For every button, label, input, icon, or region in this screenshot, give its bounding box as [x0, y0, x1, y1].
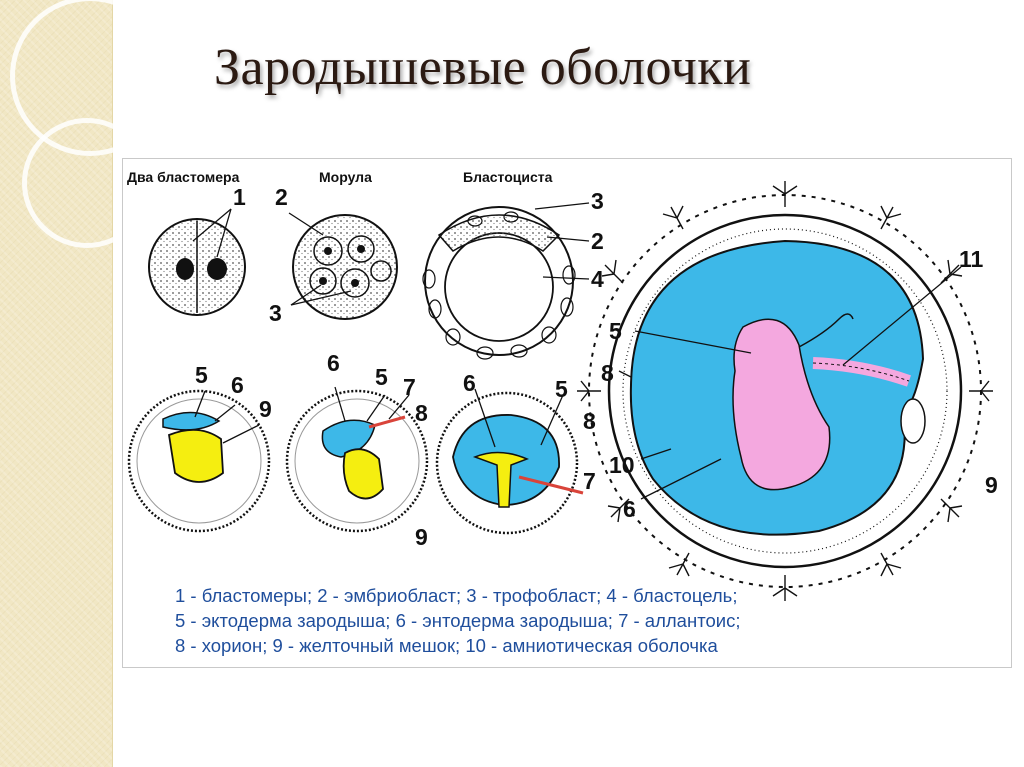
callout-9-stage-3: 9 — [415, 524, 428, 550]
legend-line-3: 8 - хорион; 9 - желточный мешок; 10 - ам… — [175, 635, 718, 656]
stage-label-morula: Морула — [319, 169, 372, 185]
legend-line-2: 5 - эктодерма зародыша; 6 - энтодерма за… — [175, 610, 741, 631]
early-embryo-stage-1 — [127, 389, 271, 533]
callout-3-morula: 3 — [269, 300, 282, 326]
callout-5-stage-2: 5 — [375, 364, 388, 390]
embryo-membranes-figure: Два бластомера Морула Бластоциста — [122, 158, 1012, 668]
figure-drawing: Два бластомера Морула Бластоциста — [127, 169, 998, 601]
callout-8-late: 8 — [601, 360, 614, 386]
callout-3-blastocyst: 3 — [591, 188, 604, 214]
callout-4: 4 — [591, 266, 604, 292]
callout-10-late: 10 — [609, 452, 635, 478]
callout-8-stage-2: 8 — [415, 400, 428, 426]
early-embryo-stage-3 — [435, 388, 584, 535]
callout-6-late: 6 — [623, 496, 636, 522]
callout-7-stage-3: 7 — [583, 468, 596, 494]
stage-label-two-blastomeres: Два бластомера — [127, 169, 240, 185]
callout-6-stage-1: 6 — [231, 372, 244, 398]
blastocyst-illustration — [422, 202, 590, 360]
decorative-left-strip — [0, 0, 170, 767]
callout-2-blastocyst: 2 — [591, 228, 604, 254]
callout-5-stage-1: 5 — [195, 362, 208, 388]
figure-legend: 1 - бластомеры; 2 - эмбриобласт; 3 - тро… — [175, 583, 740, 658]
callout-6-stage-3: 6 — [463, 370, 476, 396]
slide-title: Зародышевые оболочки — [214, 39, 752, 96]
legend-line-1: 1 - бластомеры; 2 - эмбриобласт; 3 - тро… — [175, 585, 738, 606]
stage-label-blastocyst: Бластоциста — [463, 169, 553, 185]
two-blastomeres-illustration — [148, 208, 246, 316]
callout-1: 1 — [233, 184, 246, 210]
callout-2-morula: 2 — [275, 184, 288, 210]
callout-7-stage-2: 7 — [403, 374, 416, 400]
callout-8-stage-3: 8 — [583, 408, 596, 434]
callout-9-stage-1: 9 — [259, 396, 272, 422]
callout-9-late: 9 — [985, 472, 998, 498]
late-embryo-illustration — [577, 181, 993, 601]
early-embryo-stage-2 — [285, 386, 429, 533]
callout-5-stage-3: 5 — [555, 376, 568, 402]
callout-6-stage-2: 6 — [327, 350, 340, 376]
callout-5-late: 5 — [609, 318, 622, 344]
morula-illustration — [288, 212, 398, 320]
callout-11-late: 11 — [959, 246, 984, 272]
